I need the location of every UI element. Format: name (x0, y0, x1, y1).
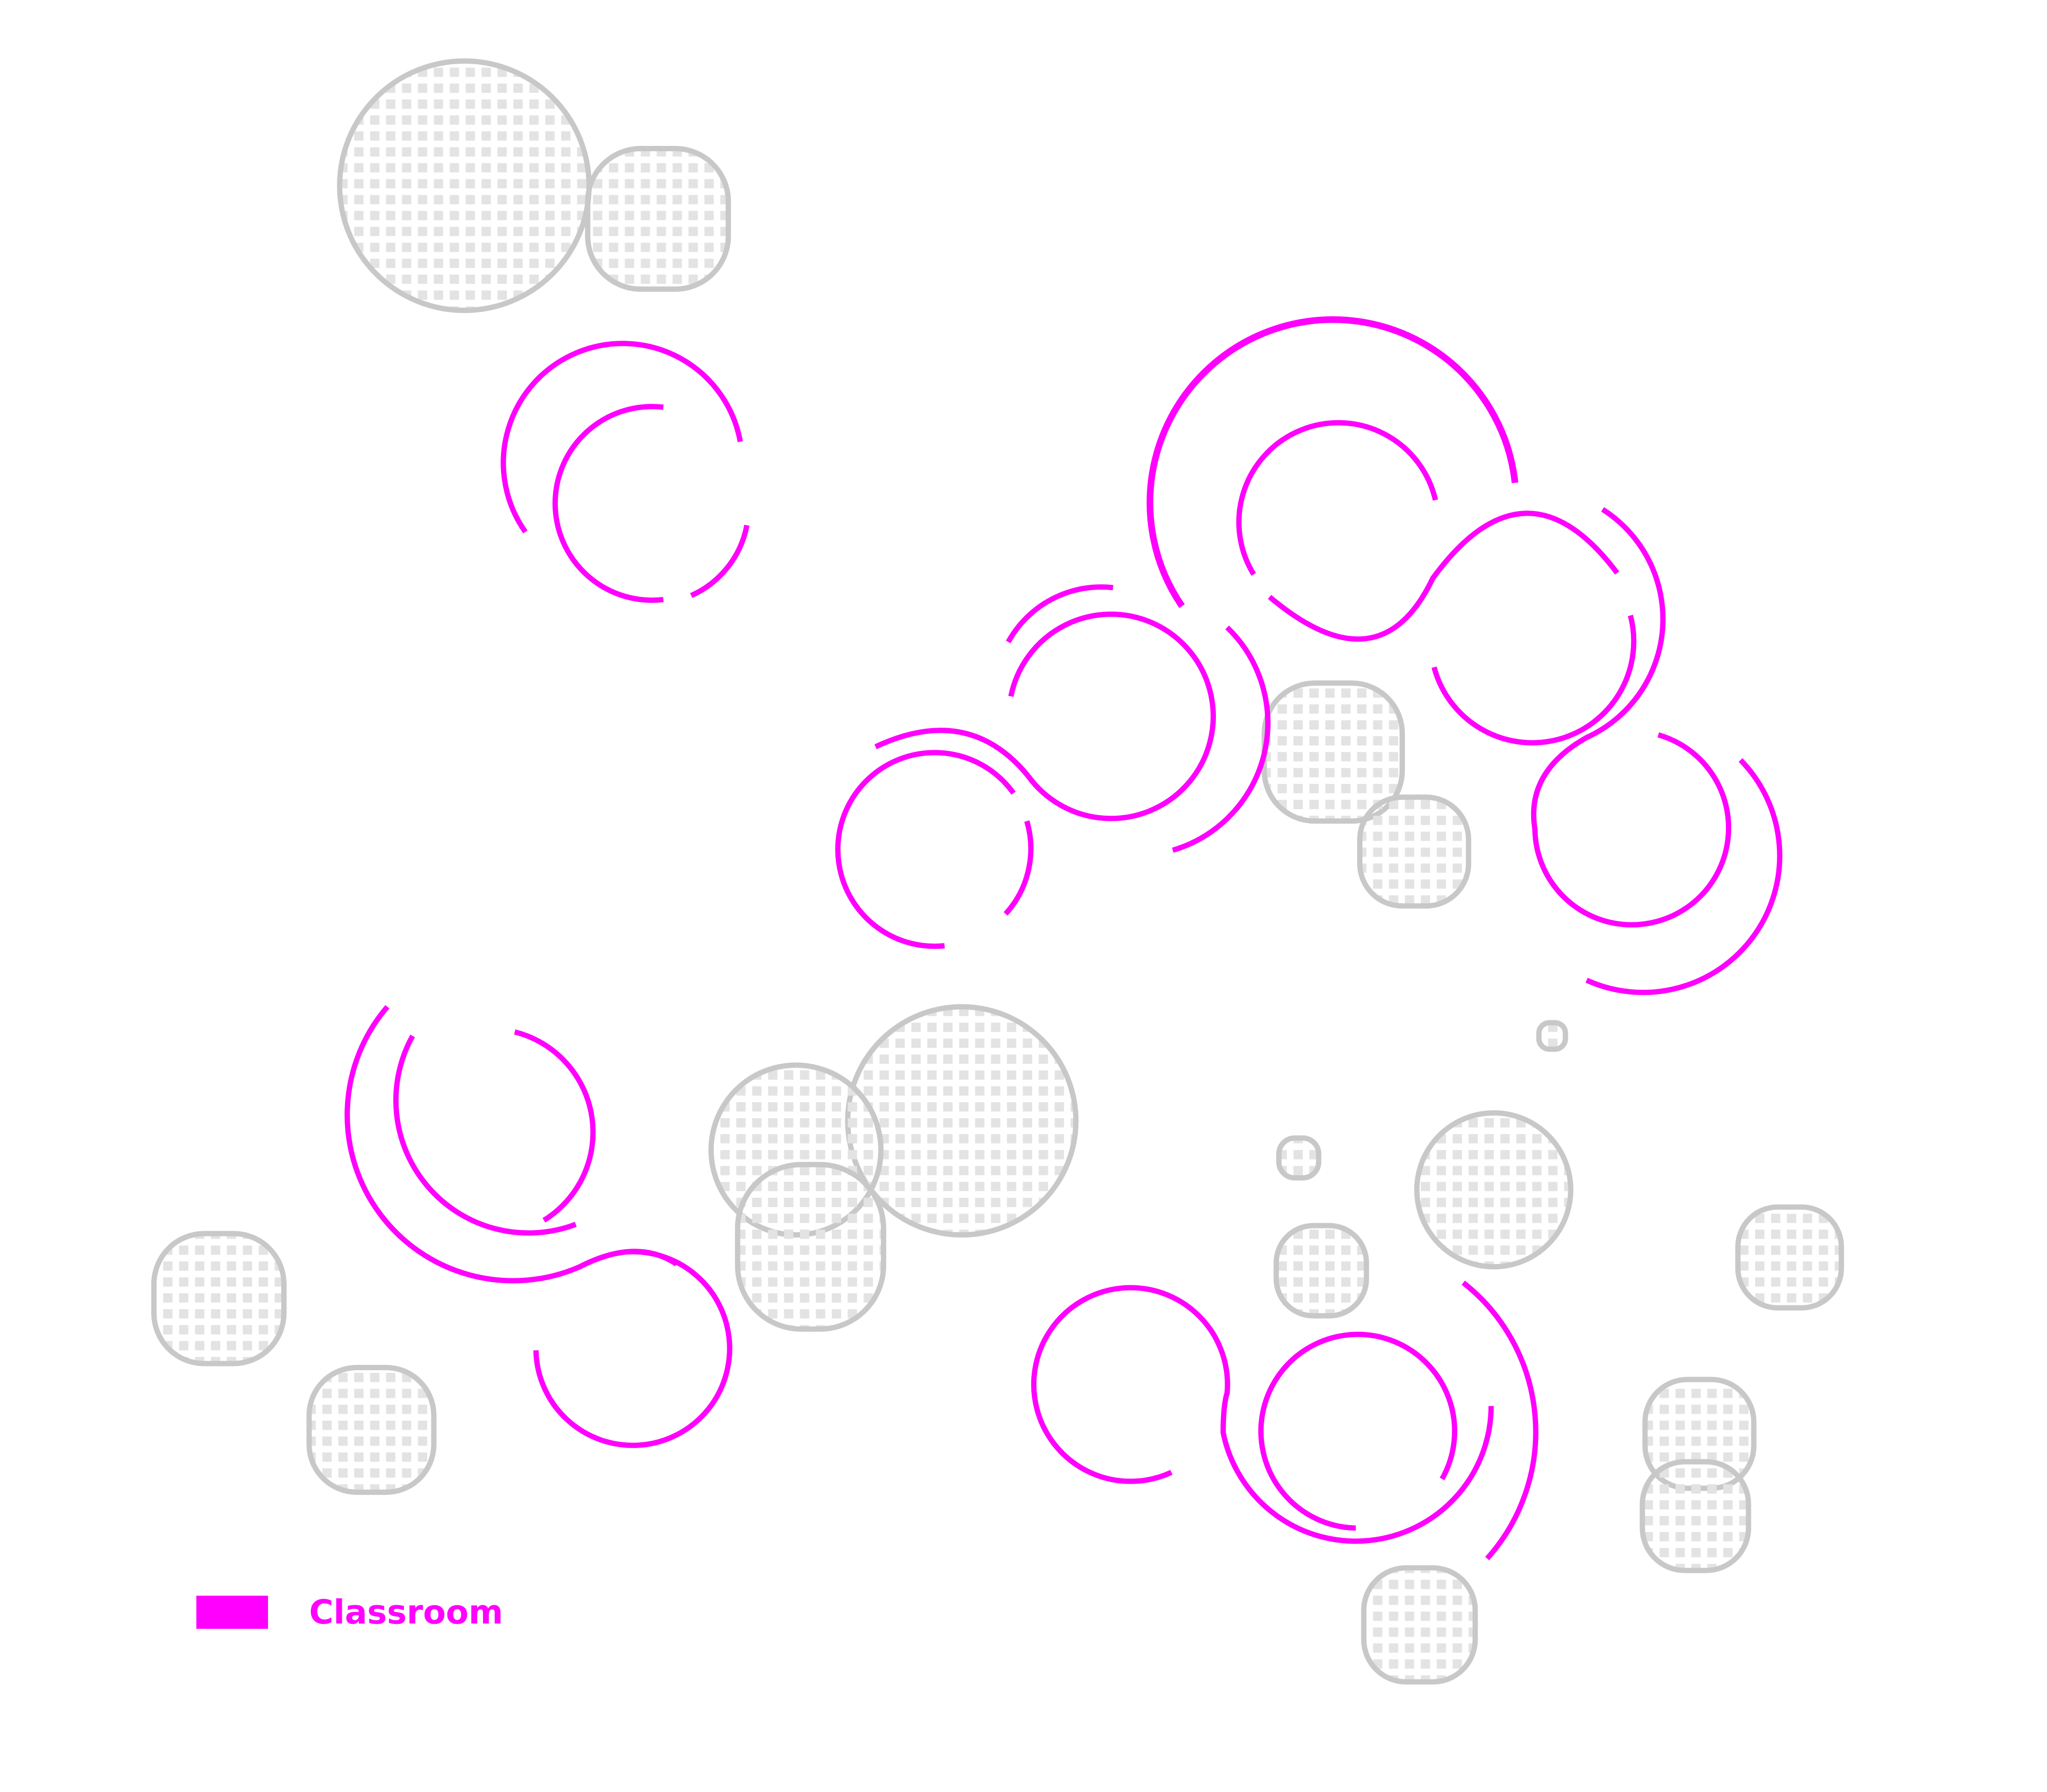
grid-blob (735, 1162, 886, 1332)
route-arc (533, 1249, 732, 1448)
grid-blob (1536, 1020, 1568, 1052)
route-arc (1258, 1331, 1457, 1531)
grid-blob (1357, 794, 1472, 909)
route-arc (874, 728, 1031, 778)
route-arc (393, 1034, 577, 1236)
route-arc (1172, 625, 1271, 853)
route-arc (1236, 420, 1438, 576)
grid-blob (1273, 1223, 1369, 1319)
grid-blob (306, 1365, 437, 1495)
route-arc (1006, 584, 1113, 644)
grid-blob (1735, 1204, 1844, 1311)
legend-label: Classroom (309, 1593, 503, 1632)
grid-blob (845, 1004, 1079, 1238)
grid-blob (1361, 1565, 1478, 1685)
route-arc (344, 1005, 678, 1284)
grid-blob (1414, 1110, 1574, 1270)
route-arc (1008, 611, 1216, 821)
route-arc (1146, 316, 1518, 608)
route-arc (552, 404, 664, 603)
grid-blob (336, 58, 592, 313)
route-arc (1585, 758, 1783, 995)
route-arc (1031, 1285, 1494, 1544)
route-arc (1462, 1280, 1539, 1561)
route-arc (1004, 820, 1034, 916)
route-arc (1431, 614, 1637, 746)
route-arc (835, 750, 1016, 949)
map-legend: Classroom (196, 1593, 503, 1632)
grid-blob (585, 145, 731, 292)
grid-blob (151, 1231, 287, 1366)
grid-blob (1276, 1135, 1322, 1181)
route-arc (1267, 510, 1620, 642)
route-arc (690, 524, 750, 598)
grid-blobs (151, 58, 1844, 1685)
route-arc (1531, 507, 1732, 928)
grid-blob (1639, 1459, 1751, 1573)
route-arcs (344, 316, 1783, 1561)
route-arc (514, 1029, 596, 1223)
route-arc (500, 341, 743, 534)
legend-swatch (196, 1596, 268, 1629)
